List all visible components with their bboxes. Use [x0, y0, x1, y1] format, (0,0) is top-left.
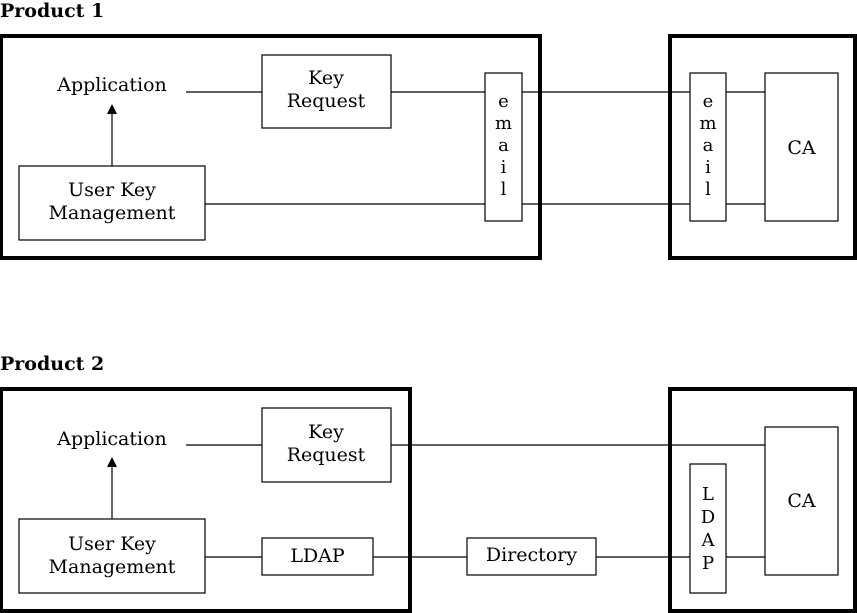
- p2-key-request-box: [261, 407, 392, 483]
- p2-directory-box: [466, 537, 597, 576]
- p1-email-right-char: e: [703, 91, 714, 112]
- p2-user-key-management-box: [18, 518, 206, 594]
- p2-ldap-vertical-char: A: [701, 530, 716, 551]
- p1-email-right-char: i: [705, 157, 711, 178]
- p1-key-request-line1: Key: [308, 67, 344, 89]
- p1-email-box-left: [484, 72, 523, 222]
- p1-email-left-char: m: [495, 113, 512, 134]
- p1-ca-box: [764, 72, 839, 222]
- p2-ldap-vertical-box: [689, 463, 727, 594]
- p2-ukm-line1: User Key: [68, 533, 156, 555]
- p1-key-request-line2: Request: [287, 90, 366, 112]
- product1-client-frame: [0, 34, 542, 260]
- p2-ldap-box: [261, 537, 374, 576]
- p2-key-request-line1: Key: [308, 421, 344, 443]
- p2-ldap-label: LDAP: [290, 545, 345, 567]
- product1-server-frame: [668, 34, 857, 260]
- p2-ca-label: CA: [787, 490, 816, 512]
- p1-email-left-char: i: [501, 157, 507, 178]
- p2-ldap-vertical-char: D: [701, 507, 715, 528]
- p1-email-right-char: l: [705, 179, 711, 200]
- p2-ukm-line2: Management: [49, 556, 176, 578]
- product2-server-frame: [668, 387, 857, 613]
- product2-client-frame: [0, 387, 412, 613]
- p1-email-right-char: m: [699, 113, 716, 134]
- p2-key-request-line2: Request: [287, 444, 366, 466]
- product2-title: Product 2: [0, 353, 104, 375]
- p1-ca-label: CA: [787, 137, 816, 159]
- product1-title: Product 1: [0, 0, 104, 22]
- p1-user-key-management-box: [18, 165, 206, 241]
- p2-ca-box: [764, 426, 839, 576]
- p1-email-right-char: a: [703, 135, 714, 156]
- p2-directory-label: Directory: [486, 544, 577, 566]
- p2-ldap-vertical-char: L: [702, 484, 714, 505]
- p1-ukm-line1: User Key: [68, 179, 156, 201]
- p1-key-request-box: [261, 54, 392, 129]
- p1-application-label: Application: [56, 74, 167, 96]
- p1-ukm-line2: Management: [49, 202, 176, 224]
- p1-email-left-char: e: [498, 91, 509, 112]
- p2-ldap-vertical-char: P: [702, 553, 714, 574]
- p2-application-label: Application: [56, 428, 167, 450]
- p1-email-left-char: a: [498, 135, 509, 156]
- p1-email-box-right: [689, 72, 727, 222]
- p1-email-left-char: l: [501, 179, 507, 200]
